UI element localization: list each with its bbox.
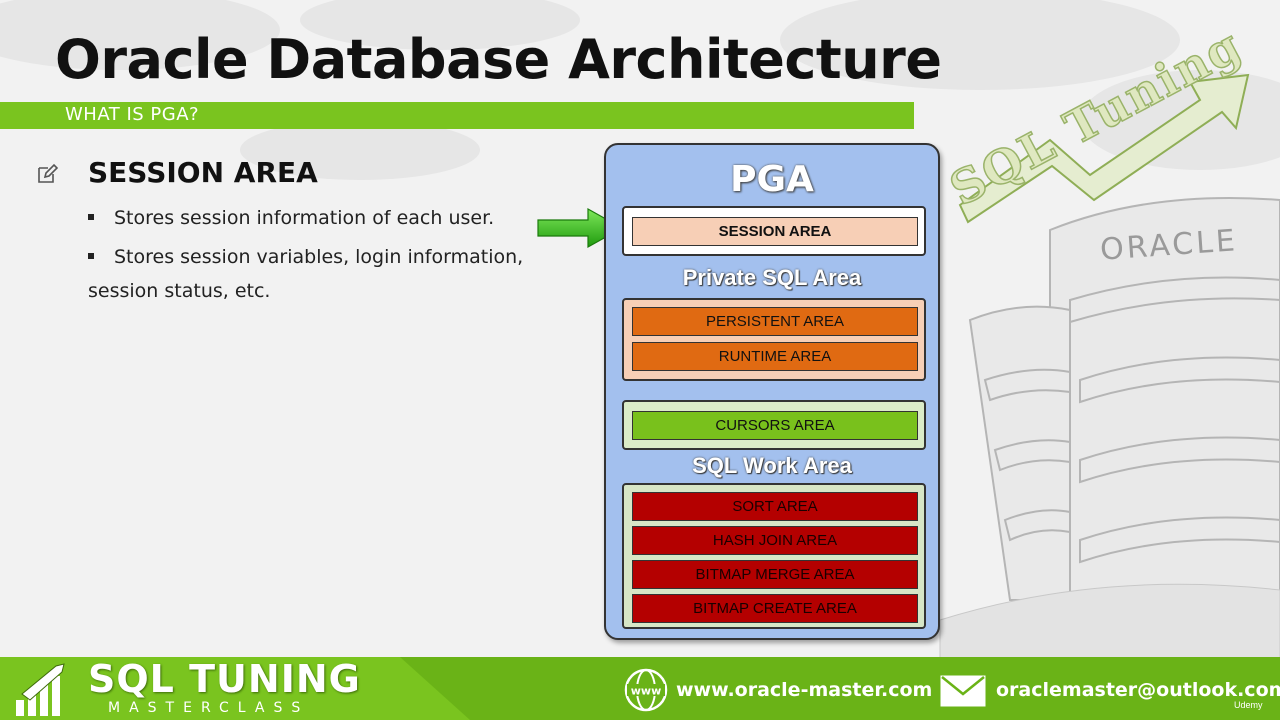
bitmap-create-area-box: BITMAP CREATE AREA <box>632 594 918 623</box>
slide-title: Oracle Database Architecture <box>55 28 942 91</box>
sql-work-area-group: SORT AREA HASH JOIN AREA BITMAP MERGE AR… <box>622 483 926 629</box>
rocket-chart-icon <box>16 663 65 716</box>
private-sql-area-group: PERSISTENT AREA RUNTIME AREA <box>622 298 926 381</box>
email-icon <box>940 675 986 707</box>
brand-title: SQL TUNING <box>88 657 361 701</box>
session-area-box: SESSION AREA <box>632 217 918 246</box>
globe-icon: www <box>624 668 668 712</box>
bullet-marker <box>88 213 94 220</box>
website-link[interactable]: www.oracle-master.com <box>676 679 933 701</box>
hash-join-area-box: HASH JOIN AREA <box>632 526 918 555</box>
sort-area-box: SORT AREA <box>632 492 918 521</box>
runtime-area-box: RUNTIME AREA <box>632 342 918 371</box>
slide-subtitle: WHAT IS PGA? <box>65 104 200 125</box>
bullet-continuation: session status, etc. <box>88 280 271 302</box>
brand-subtitle: MASTERCLASS <box>108 700 310 716</box>
bullet-item: Stores session information of each user. <box>88 207 494 229</box>
email-link[interactable]: oraclemaster@outlook.com <box>996 679 1280 701</box>
session-area-group: SESSION AREA <box>622 206 926 256</box>
bullet-marker <box>88 252 94 259</box>
cursors-area-group: CURSORS AREA <box>622 400 926 450</box>
persistent-area-box: PERSISTENT AREA <box>632 307 918 336</box>
private-sql-area-label: Private SQL Area <box>682 265 862 290</box>
pga-title: PGA <box>730 159 814 200</box>
bitmap-merge-area-box: BITMAP MERGE AREA <box>632 560 918 589</box>
svg-text:www: www <box>631 685 662 698</box>
pga-diagram: PGA SESSION AREA Private SQL Area PERSIS… <box>604 143 940 640</box>
bullet-text: Stores session information of each user. <box>114 207 495 229</box>
bullet-item: Stores session variables, login informat… <box>88 246 523 268</box>
cursors-area-box: CURSORS AREA <box>632 411 918 440</box>
udemy-watermark: Udemy <box>1234 700 1263 710</box>
edit-icon <box>38 163 58 183</box>
subtitle-bar <box>0 102 914 129</box>
sql-work-area-label: SQL Work Area <box>692 453 852 478</box>
section-heading: SESSION AREA <box>88 156 318 189</box>
footer-shading <box>400 657 1280 720</box>
bullet-text: Stores session variables, login informat… <box>114 246 524 268</box>
